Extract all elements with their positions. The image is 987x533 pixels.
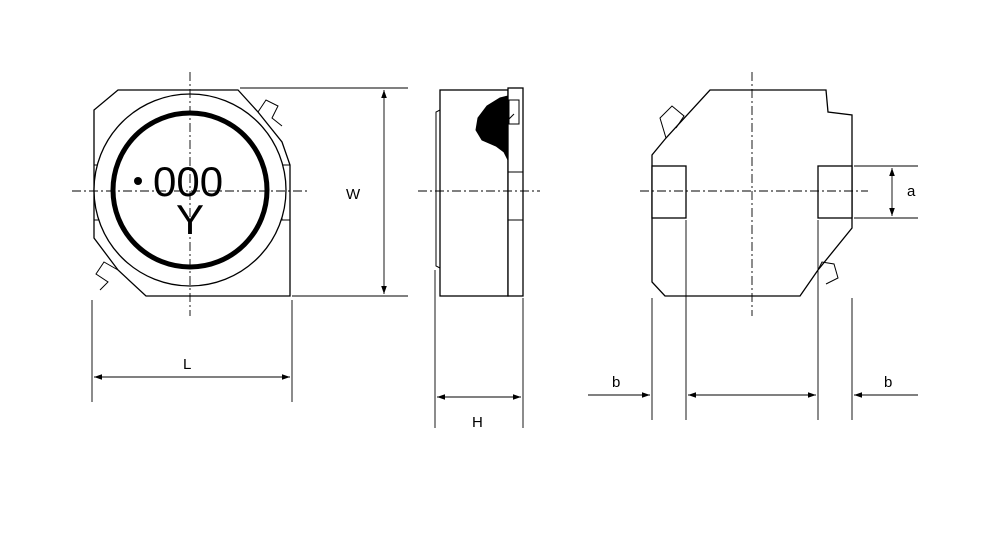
bottom-view-right-terminal: [817, 165, 853, 219]
dimension-w-label: W: [346, 186, 361, 203]
dimension-b: b b: [588, 220, 918, 420]
bottom-view: [640, 72, 868, 316]
marking-code: 000: [153, 158, 223, 205]
side-view-left-flange: [435, 109, 441, 269]
polarity-dot: [134, 177, 142, 185]
dimension-a-label: a: [907, 183, 916, 200]
dimension-l: L: [91, 300, 293, 402]
bottom-view-left-terminal: [651, 165, 687, 219]
side-view-terminal-slot: [507, 171, 524, 221]
top-view: 000 Y: [72, 72, 310, 316]
dimension-w: W: [240, 87, 408, 297]
dimension-b-left-label: b: [612, 374, 620, 391]
dimension-l-label: L: [183, 356, 191, 373]
side-view-lead: [475, 95, 509, 161]
side-view: [418, 87, 540, 297]
bottom-view-tab-upper-left: [659, 105, 685, 139]
dimension-h-label: H: [472, 414, 483, 431]
top-view-tab-lower-left: [95, 261, 119, 291]
top-view-tab-upper-right: [257, 99, 283, 127]
bottom-view-tab-lower-right: [817, 261, 839, 285]
dimension-b-right-label: b: [884, 374, 892, 391]
side-view-lead-tab: [508, 99, 520, 125]
dimension-h: H: [434, 270, 524, 431]
dimension-a: a: [854, 165, 918, 219]
